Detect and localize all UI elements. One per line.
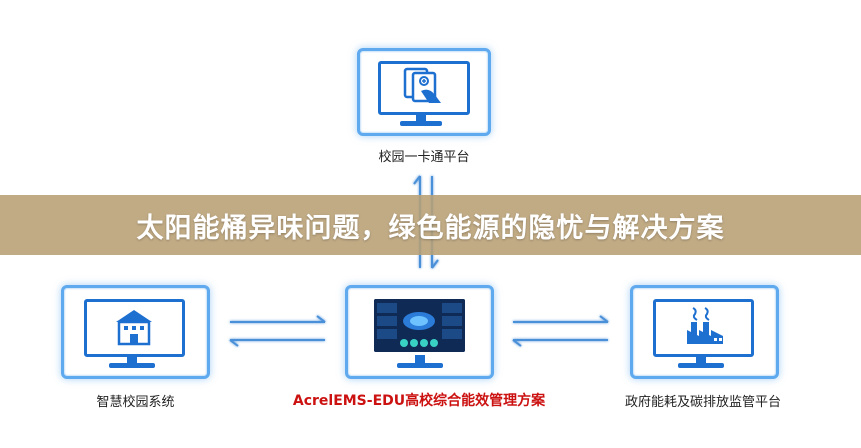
school-building-icon xyxy=(116,310,152,346)
arrow-right-pair xyxy=(512,315,609,347)
monitor-top xyxy=(357,48,491,136)
banner-title: 太阳能桶异味问题，绿色能源的隐忧与解决方案 xyxy=(136,212,725,244)
title-banner: 太阳能桶异味问题，绿色能源的隐忧与解决方案 xyxy=(0,195,861,255)
factory-icon xyxy=(687,307,723,344)
node-right-label: 政府能耗及碳排放监管平台 xyxy=(624,395,781,410)
arrow-left-pair xyxy=(229,315,326,347)
card-terminal-icon xyxy=(403,67,441,103)
dashboard-screen-icon xyxy=(374,299,465,352)
monitor-center xyxy=(345,285,494,379)
monitor-left xyxy=(61,285,210,379)
monitor-right xyxy=(630,285,779,379)
node-left-label: 智慧校园系统 xyxy=(96,395,175,410)
node-top-label: 校园一卡通平台 xyxy=(378,150,470,165)
node-center-label: AcrelEMS-EDU高校综合能效管理方案 xyxy=(292,393,546,409)
